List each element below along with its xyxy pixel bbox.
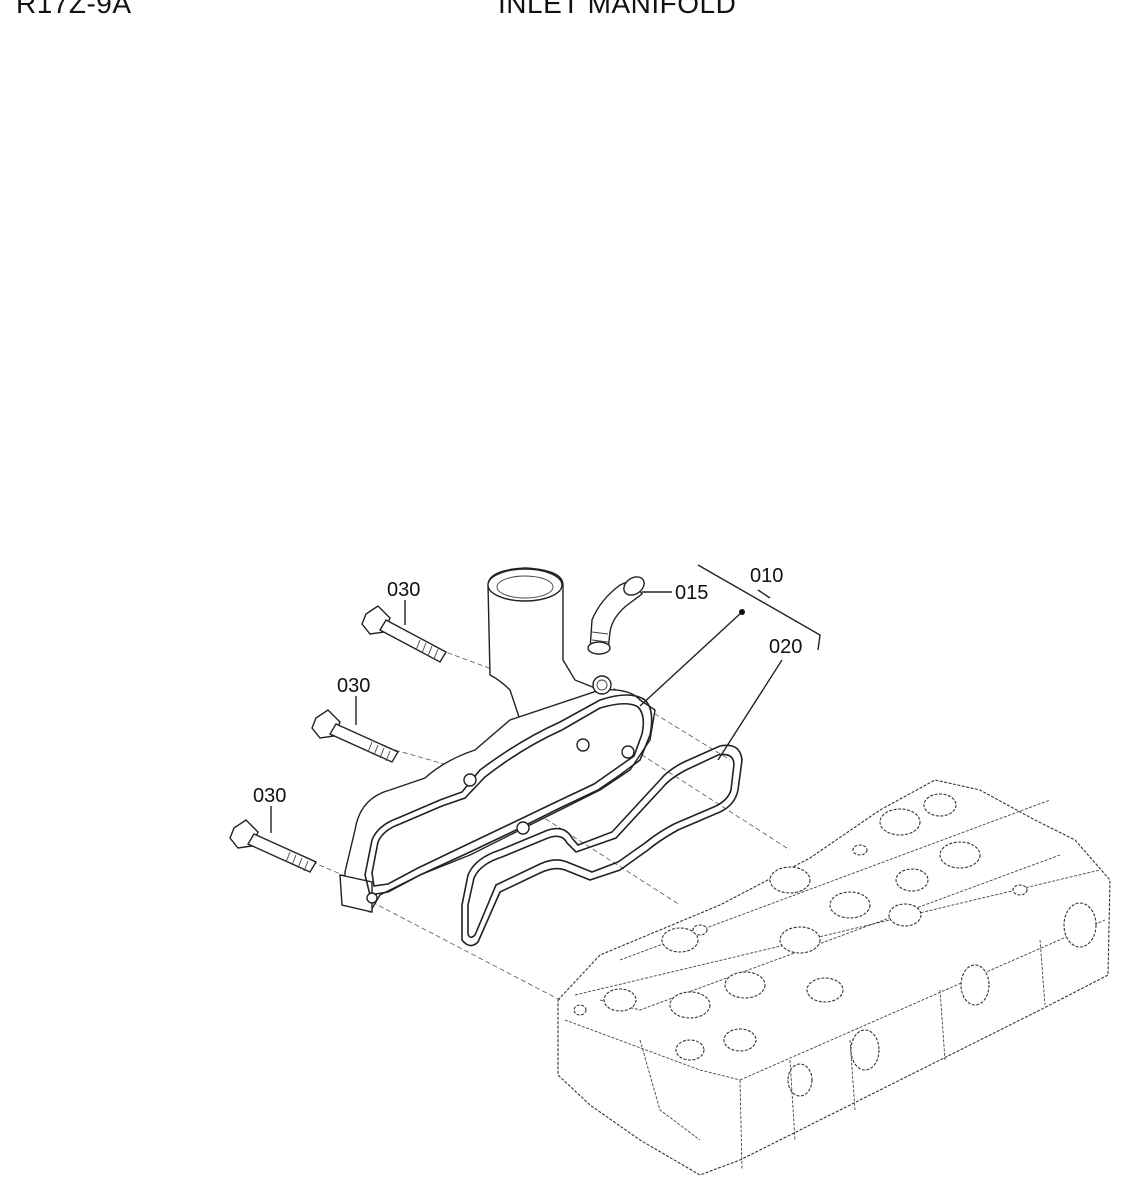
callout-010: 010 [750, 565, 783, 587]
callout-020: 020 [769, 636, 802, 658]
callout-030-bottom: 030 [253, 785, 286, 807]
elbow-fitting [587, 576, 645, 655]
bolt-middle [311, 709, 400, 763]
callout-030-middle: 030 [337, 675, 370, 697]
bolt-bottom [229, 819, 318, 873]
callout-030-top: 030 [387, 579, 420, 601]
gasket [461, 744, 743, 947]
leader-lines [270, 564, 821, 833]
bolt-top [361, 605, 447, 663]
page-title: INLET MANIFOLD [498, 0, 737, 19]
inlet-manifold [339, 567, 656, 913]
cylinder-head [557, 779, 1111, 1176]
model-number: R17Z-9A [16, 0, 132, 19]
callout-015: 015 [675, 582, 708, 604]
